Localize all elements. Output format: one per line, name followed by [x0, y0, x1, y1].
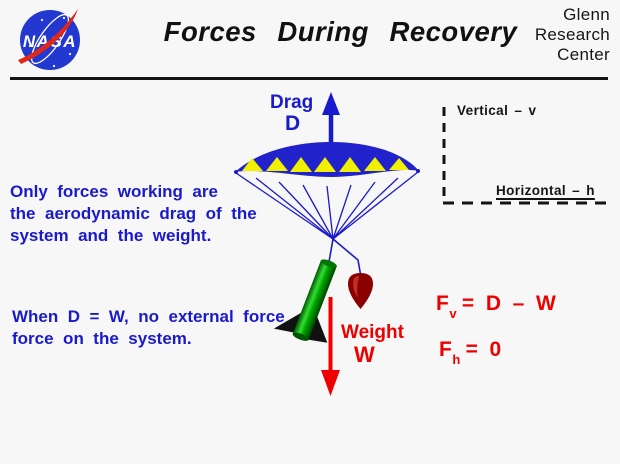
rocket-bottom-cap: [292, 332, 309, 341]
force-symbol: F: [436, 292, 449, 315]
note-forces-working: Only forces working are the aerodynamic …: [10, 181, 257, 247]
drag-arrow: [322, 92, 340, 147]
weight-symbol: W: [354, 342, 375, 367]
force-subscript: v: [449, 306, 457, 322]
org-line: Glenn: [563, 5, 610, 24]
suspension-lines: [235, 171, 419, 240]
equation-horizontal-force: Fh = 0: [439, 338, 502, 368]
canopy-edge-dot: [234, 170, 238, 174]
drag-label: Drag: [270, 92, 314, 113]
nasa-logo-stars: [28, 16, 72, 68]
rocket-fin-right: [308, 314, 328, 343]
weight-arrow: [321, 297, 340, 396]
note-line: When D = W, no external force: [12, 307, 285, 326]
force-symbol: F: [439, 338, 452, 361]
canopy-panel-triangles: [242, 157, 409, 172]
note-line: the aerodynamic drag of the: [10, 204, 257, 223]
horizontal-axis-label: Horizontal – h: [496, 183, 595, 198]
equation-vertical-force: Fv = D – W: [436, 292, 556, 322]
bridle-lines: [328, 238, 362, 278]
org-line: Research: [534, 25, 610, 44]
canopy-edge-dot: [416, 169, 420, 173]
force-subscript: h: [452, 352, 461, 368]
org-name: Glenn Research Center: [535, 5, 610, 65]
rocket-top-cap: [320, 259, 337, 268]
nasa-logo: NASA: [18, 9, 80, 70]
vertical-axis-label: Vertical – v: [457, 103, 537, 118]
nasa-logo-vector-swoosh: [18, 9, 78, 64]
rocket: [273, 259, 337, 343]
note-line: system and the weight.: [10, 226, 212, 245]
note-line: force on the system.: [12, 329, 192, 348]
header-rule: [10, 77, 608, 80]
org-line: Center: [557, 45, 610, 64]
rocket-body: [292, 259, 337, 340]
equation-rhs: = D – W: [456, 292, 556, 315]
nose-cone: [348, 273, 373, 309]
equation-rhs: = 0: [459, 338, 502, 361]
nasa-logo-orbit: [30, 13, 70, 65]
note-equilibrium: When D = W, no external force force on t…: [12, 306, 285, 350]
drag-symbol: D: [285, 112, 301, 135]
note-line: Only forces working are: [10, 182, 218, 201]
page-title: Forces During Recovery: [163, 16, 518, 47]
weight-label: Weight: [341, 322, 404, 343]
